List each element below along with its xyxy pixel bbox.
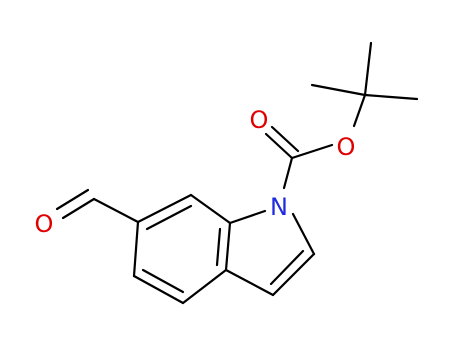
bond-tbutyl-methyl-top — [363, 41, 373, 97]
bond-tbutyl-to-ether-oxygen — [352, 93, 367, 128]
bond-c7a-c7 — [189, 193, 232, 225]
bond-ring-to-aldehyde-carbon — [92, 197, 140, 224]
bond-c7-c6 — [136, 193, 193, 224]
bond-tbutyl-methyl-right — [363, 93, 419, 101]
bond-c2-c3-inner — [269, 249, 305, 286]
bond-c7-c6-inner — [145, 204, 193, 231]
bond-c7a-c3a-inner — [215, 227, 222, 267]
oxygen-ester-carbonyl-label: O — [250, 106, 269, 134]
bond-c2-c3 — [271, 252, 316, 297]
bond-c5-c4-inner — [141, 268, 185, 294]
bond-c3a-c7a — [224, 221, 232, 272]
bond-ester-carbonyl-a — [264, 132, 294, 160]
nitrogen-label: N — [270, 193, 288, 221]
bond-ester-carbon-to-ether-oxygen — [290, 143, 334, 160]
bond-aldehyde-carbonyl-a — [61, 197, 96, 220]
bond-ester-to-nitrogen — [282, 156, 294, 190]
bond-aldehyde-carbonyl-b — [55, 188, 90, 211]
bond-c7a-to-nitrogen — [228, 209, 267, 225]
bond-c3-c3a — [224, 268, 275, 297]
bond-c4-c3a — [181, 268, 228, 305]
oxygen-aldehyde-label: O — [35, 210, 54, 238]
bond-c6-c5 — [132, 220, 140, 278]
bond-c5-c4 — [132, 274, 185, 305]
bond-tbutyl-methyl-left — [310, 83, 367, 97]
bond-n-to-c2 — [291, 212, 316, 256]
bond-ester-carbonyl-b — [270, 125, 300, 153]
oxygen-ester-ether-label: O — [337, 133, 356, 161]
